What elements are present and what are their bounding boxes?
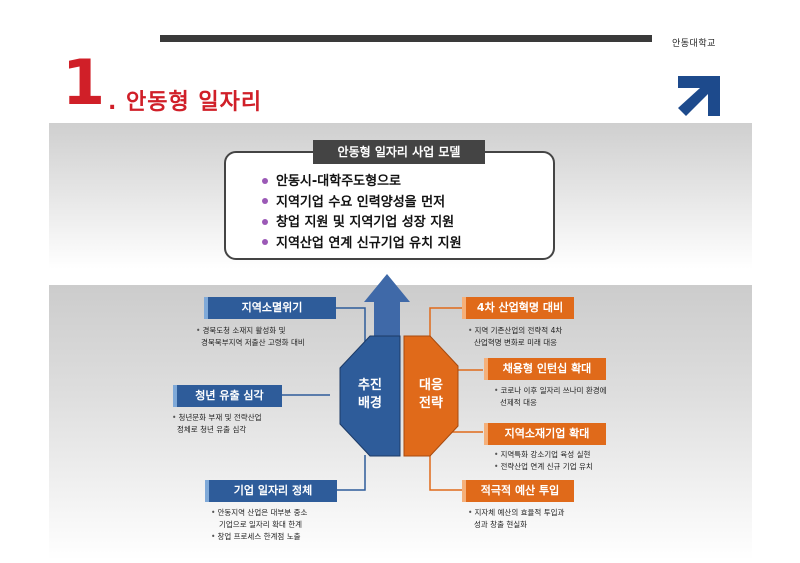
strategy-note-3: •지역특화 강소기업 육성 실현 •전략산업 연계 신규 기업 유치 (494, 450, 593, 471)
section-title: . 안동형 일자리 (108, 90, 263, 115)
bullet-icon (262, 198, 268, 204)
connector-line (335, 455, 366, 491)
background-hexagon (339, 335, 401, 457)
connector-line (335, 307, 366, 345)
model-item: 안동시-대학주도형으로 (262, 172, 462, 193)
bullet-icon (262, 177, 268, 184)
strategy-label-4: 적극적 예산 투입 (462, 480, 574, 502)
header-bar (160, 35, 652, 42)
model-box (224, 151, 555, 260)
bullet-icon (262, 218, 268, 225)
model-title: 안동형 일자리 사업 모델 (313, 140, 485, 164)
strategy-note-1: •지역 기존산업의 전략적 4차 산업혁명 변화로 미래 대응 (468, 326, 563, 347)
strategy-label-2: 채용형 인턴십 확대 (484, 358, 606, 380)
connector-line (429, 307, 462, 345)
strategy-label-3: 지역소재기업 확대 (484, 423, 606, 445)
strategy-label-1: 4차 산업혁명 대비 (462, 297, 574, 319)
model-item: 지역산업 연계 신규기업 유치 지원 (262, 234, 462, 255)
background-label-3: 기업 일자리 정체 (205, 480, 337, 502)
background-note-3: •안동지역 산업은 대부분 중소 기업으로 일자리 확대 한계 •창업 프로세스… (211, 508, 308, 541)
bullet-icon (262, 239, 268, 245)
background-note-1: •경북도청 소재지 활성화 및 경북북부지역 저출산 고령화 대비 (196, 326, 305, 347)
strategy-note-4: •지자체 예산의 효율적 투입과 성과 창출 현실화 (468, 508, 565, 529)
background-label-1: 지역소멸위기 (204, 297, 336, 319)
university-logo (678, 76, 720, 116)
model-item: 창업 지원 및 지역기업 성장 지원 (262, 213, 462, 234)
background-note-2: •청년문화 부재 및 전략산업 정체로 청년 유출 심각 (172, 413, 262, 434)
model-item: 지역기업 수요 인력양성을 먼저 (262, 193, 462, 214)
up-arrow-icon (364, 274, 410, 338)
university-name: 안동대학교 (672, 39, 716, 49)
background-label-2: 청년 유출 심각 (173, 385, 282, 407)
section-number: 1 (62, 46, 106, 119)
model-list: 안동시-대학주도형으로 지역기업 수요 인력양성을 먼저 창업 지원 및 지역기… (262, 172, 462, 254)
strategy-note-2: •코로나 이후 일자리 쓰나미 환경에 선제적 대응 (494, 386, 607, 407)
connector-line (429, 455, 462, 491)
strategy-hexagon (403, 335, 459, 457)
